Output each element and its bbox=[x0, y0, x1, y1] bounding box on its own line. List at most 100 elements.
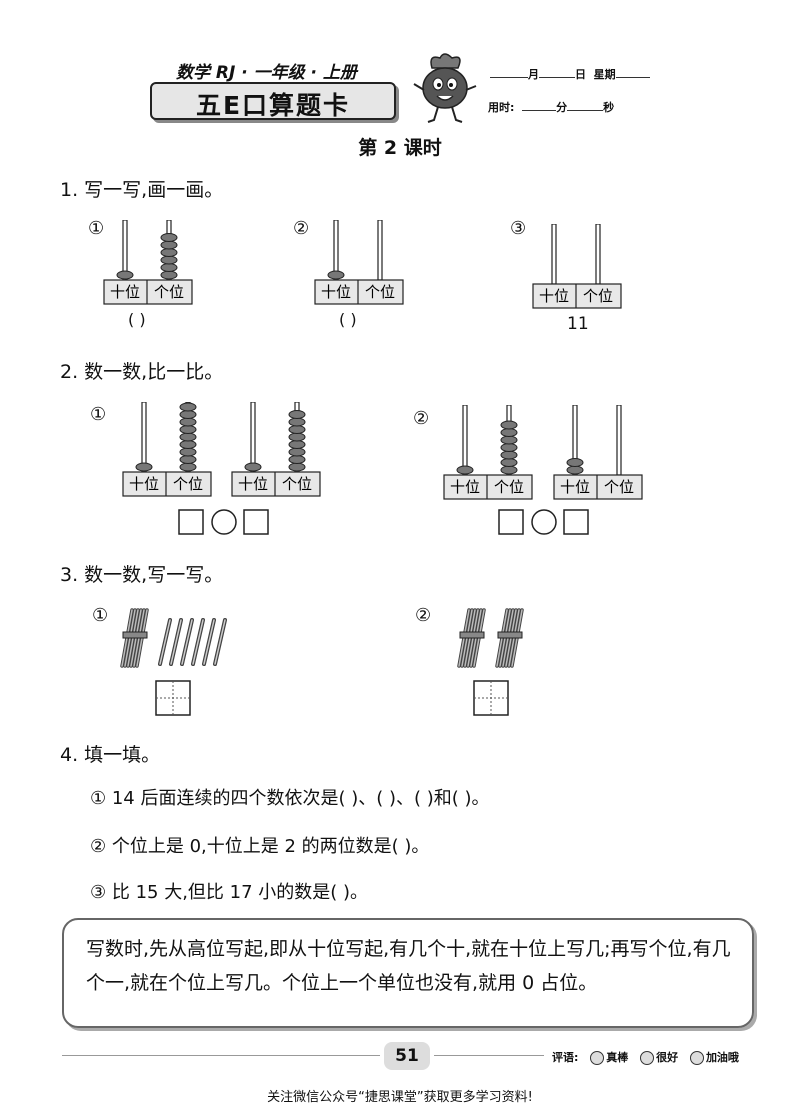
abacus-bead bbox=[288, 462, 306, 472]
abacus-bead bbox=[160, 248, 178, 257]
abacus: 十位个位 bbox=[553, 404, 643, 505]
abacus-bead bbox=[179, 462, 197, 472]
q4-line3[interactable]: ③ 比 15 大,但比 17 小的数是( )。 bbox=[90, 882, 369, 903]
q1-item3-value: 11 bbox=[567, 314, 589, 334]
ones-label: 个位 bbox=[583, 287, 613, 305]
abacus-bead bbox=[179, 440, 197, 449]
footer-divider bbox=[434, 1055, 544, 1056]
abacus-bead bbox=[288, 410, 306, 419]
abacus-bead bbox=[244, 462, 262, 472]
abacus-bead bbox=[288, 432, 306, 442]
abacus-bead bbox=[566, 458, 584, 467]
abacus-bead bbox=[179, 417, 197, 427]
abacus-bead bbox=[160, 240, 178, 250]
abacus: 十位个位 bbox=[532, 223, 622, 314]
tens-label: 十位 bbox=[450, 478, 480, 496]
smile-face-icon[interactable] bbox=[590, 1051, 605, 1065]
q4-title: 4. 填一填。 bbox=[60, 744, 161, 766]
abacus-bead bbox=[135, 462, 153, 472]
abacus-bead bbox=[288, 425, 306, 434]
q1-item2-answer[interactable]: ( ) bbox=[339, 310, 357, 329]
footer-note: 关注微信公众号“捷思课堂”获取更多学习资料! bbox=[267, 1090, 533, 1105]
cheer-face-icon[interactable] bbox=[689, 1051, 704, 1065]
day-label: 日 bbox=[575, 68, 586, 81]
date-field: 月日 星期 bbox=[490, 66, 650, 82]
abacus-bead bbox=[500, 428, 518, 437]
abacus-bead bbox=[179, 455, 197, 464]
abacus-bead bbox=[500, 465, 518, 475]
lesson-title: 第 2 课时 bbox=[358, 137, 442, 159]
answer-grid[interactable] bbox=[155, 680, 191, 716]
time-label: 用时: bbox=[488, 101, 515, 114]
abacus-bead bbox=[288, 417, 306, 427]
abacus-bead bbox=[179, 402, 197, 412]
abacus-bead bbox=[288, 447, 306, 457]
q1-item2-num: ② bbox=[293, 218, 310, 239]
abacus-bead bbox=[179, 410, 197, 419]
tens-label: 十位 bbox=[110, 283, 140, 301]
tens-label: 十位 bbox=[321, 283, 351, 301]
ones-label: 个位 bbox=[494, 478, 524, 496]
stick-bundle bbox=[120, 608, 149, 668]
compare-boxes[interactable] bbox=[498, 508, 590, 536]
q1-item1-num: ① bbox=[88, 218, 105, 239]
compare-boxes[interactable] bbox=[178, 508, 270, 536]
mascot-icon bbox=[413, 53, 477, 123]
abacus-bead bbox=[566, 465, 584, 475]
q1-title: 1. 写一写,画一画。 bbox=[60, 179, 224, 201]
abacus-bead bbox=[500, 443, 518, 452]
ones-label: 个位 bbox=[282, 475, 312, 493]
comment-area: 评语: 真棒 很好 加油哦 bbox=[552, 1049, 739, 1065]
q1-item3-num: ③ bbox=[510, 218, 527, 239]
answer-grid[interactable] bbox=[473, 680, 509, 716]
footer-divider bbox=[62, 1055, 380, 1056]
q3-title: 3. 数一数,写一写。 bbox=[60, 564, 224, 586]
q2-item1-num: ① bbox=[90, 404, 107, 425]
q3-item2-num: ② bbox=[415, 605, 432, 626]
banner-title: 五E口算题卡 bbox=[195, 91, 351, 120]
sticks bbox=[120, 608, 227, 668]
rating-good: 很好 bbox=[656, 1051, 679, 1064]
tens-label: 十位 bbox=[539, 287, 569, 305]
tens-label: 十位 bbox=[238, 475, 268, 493]
abacus-bead bbox=[500, 458, 518, 467]
abacus-bead bbox=[179, 425, 197, 434]
abacus: 十位个位 bbox=[103, 219, 193, 310]
tens-label: 十位 bbox=[129, 475, 159, 493]
comment-label: 评语: bbox=[552, 1051, 579, 1064]
q3-item1-num: ① bbox=[92, 605, 109, 626]
abacus-bead bbox=[160, 233, 178, 242]
q2-item2-num: ② bbox=[413, 408, 430, 429]
abacus: 十位个位 bbox=[314, 219, 404, 310]
abacus: 十位个位 bbox=[443, 404, 533, 505]
ones-label: 个位 bbox=[604, 478, 634, 496]
abacus-bead bbox=[500, 420, 518, 430]
stick-bundle bbox=[457, 608, 486, 668]
abacus-bead bbox=[179, 432, 197, 442]
abacus-bead bbox=[288, 455, 306, 464]
abacus-bead bbox=[160, 270, 178, 280]
page-number: 51 bbox=[384, 1042, 430, 1070]
abacus-bead bbox=[160, 255, 178, 265]
q4-line1[interactable]: ① 14 后面连续的四个数依次是( )、( )、( )和( )。 bbox=[90, 788, 490, 809]
q4-line2[interactable]: ② 个位上是 0,十位上是 2 的两位数是( )。 bbox=[90, 836, 430, 857]
abacus: 十位个位 bbox=[122, 401, 212, 502]
happy-face-icon[interactable] bbox=[640, 1051, 655, 1065]
abacus: 十位个位 bbox=[231, 401, 321, 502]
q2-title: 2. 数一数,比一比。 bbox=[60, 361, 224, 383]
abacus-bead bbox=[327, 270, 345, 280]
rating-great: 真棒 bbox=[606, 1051, 629, 1064]
minute-label: 分 bbox=[556, 101, 568, 114]
stick-bundle bbox=[495, 608, 524, 668]
q1-item1-answer[interactable]: ( ) bbox=[128, 310, 146, 329]
tip-text: 写数时,先从高位写起,即从十位写起,有几个十,就在十位上写几;再写个位,有几个一… bbox=[86, 938, 731, 994]
abacus-bead bbox=[116, 270, 134, 280]
abacus-bead bbox=[179, 447, 197, 457]
rating-keep-going: 加油哦 bbox=[705, 1051, 739, 1064]
abacus-bead bbox=[288, 440, 306, 449]
subject-title: 数学 RJ · 一年级 · 上册 bbox=[176, 63, 357, 83]
abacus-bead bbox=[160, 263, 178, 272]
weekday-label: 星期 bbox=[593, 68, 616, 81]
abacus-bead bbox=[500, 435, 518, 445]
ones-label: 个位 bbox=[365, 283, 395, 301]
